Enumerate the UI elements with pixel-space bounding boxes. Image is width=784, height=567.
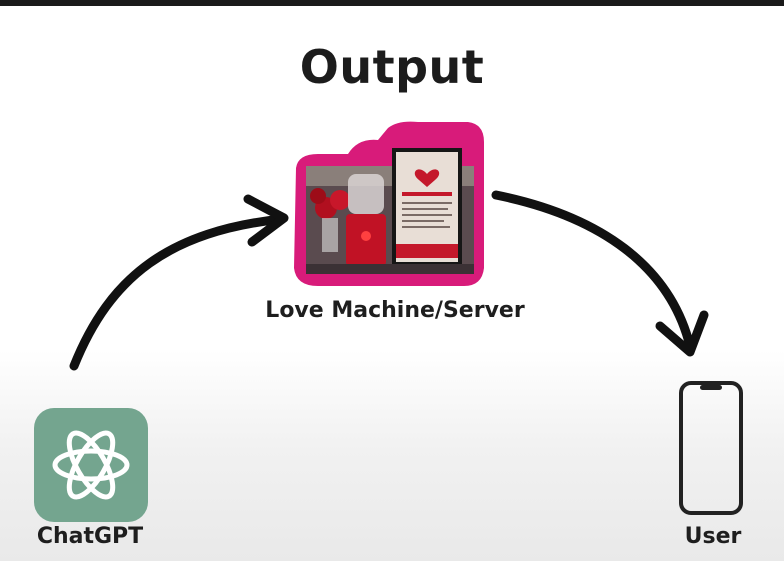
chatgpt-label: ChatGPT <box>36 524 144 549</box>
server-label: Love Machine/Server <box>265 298 525 323</box>
flow-arrows <box>69 190 709 371</box>
diagram-title: Output <box>299 40 485 94</box>
chatgpt-logo <box>34 408 148 522</box>
smartphone-icon <box>679 381 743 515</box>
arrowhead-user <box>655 310 709 357</box>
user-label: User <box>684 524 742 549</box>
love-machine-photo <box>294 121 484 286</box>
heart-icon <box>414 169 440 187</box>
arrow-chatgpt-to-server <box>69 214 287 371</box>
openai-logo-icon <box>52 430 130 500</box>
arrowhead-server <box>243 194 289 247</box>
arrow-server-to-user <box>491 190 695 351</box>
